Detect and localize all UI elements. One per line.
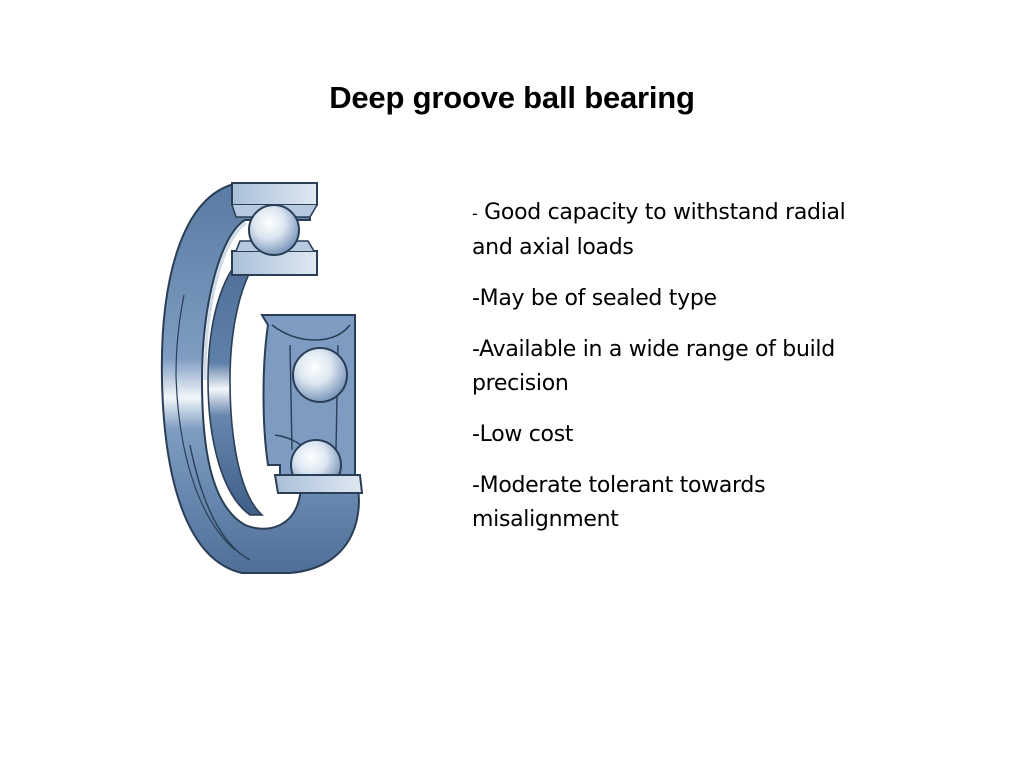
bearing-illustration bbox=[160, 182, 364, 574]
ball-top bbox=[248, 204, 300, 256]
bullet-item: -May be of sealed type bbox=[472, 282, 872, 316]
bullet-text: -Moderate tolerant towards misalignment bbox=[472, 473, 766, 532]
bullet-item: -Moderate tolerant towards misalignment bbox=[472, 469, 872, 537]
bullet-item: - Good capacity to withstand radial and … bbox=[472, 196, 872, 265]
bullet-text: -Low cost bbox=[472, 422, 574, 447]
bullet-dash: - bbox=[472, 204, 478, 223]
slide-title: Deep groove ball bearing bbox=[329, 80, 695, 115]
bullet-item: -Low cost bbox=[472, 418, 872, 452]
bullet-text: -May be of sealed type bbox=[472, 286, 717, 311]
inner-ring-bore bbox=[207, 252, 265, 516]
bullet-text: -Available in a wide range of build prec… bbox=[472, 337, 835, 396]
bullet-list: - Good capacity to withstand radial and … bbox=[472, 196, 872, 554]
bullet-text: Good capacity to withstand radial and ax… bbox=[472, 200, 846, 260]
ball-middle bbox=[292, 347, 348, 403]
bullet-item: -Available in a wide range of build prec… bbox=[472, 333, 872, 401]
